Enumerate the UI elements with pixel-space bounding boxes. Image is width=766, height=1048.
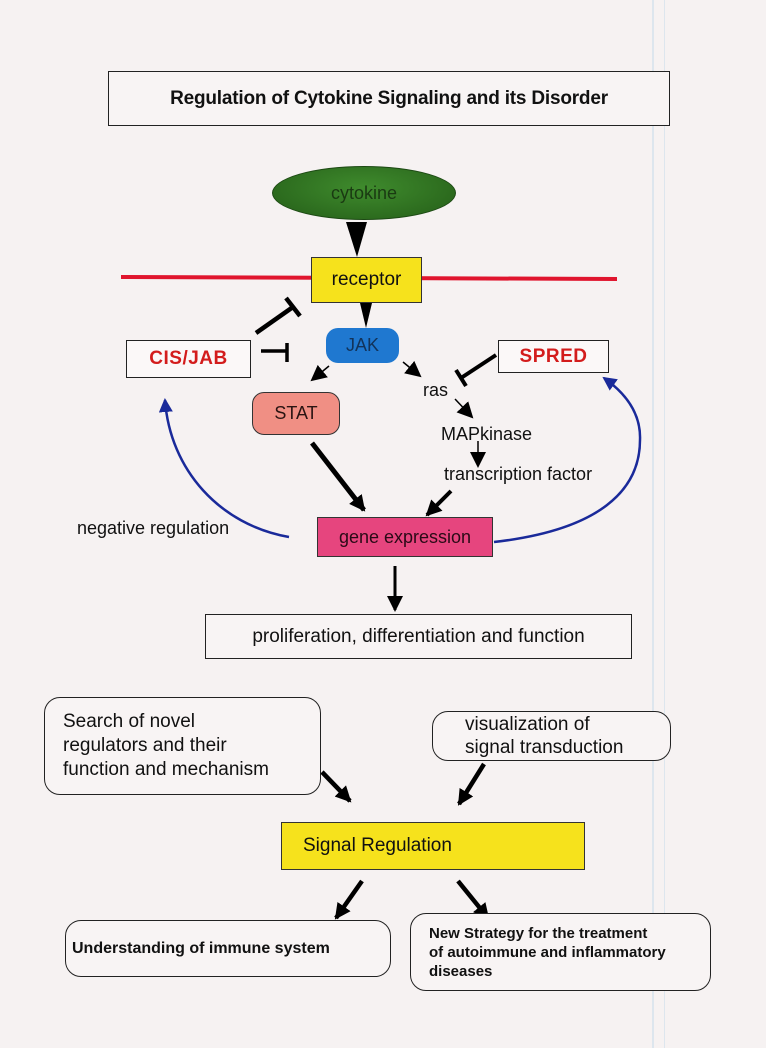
tf-to-gene-arrow (425, 489, 453, 517)
visual-to-sigreg-arrow (457, 762, 486, 806)
receptor-node: receptor (311, 257, 422, 303)
mapkinase-label: MAPkinase (441, 424, 533, 444)
ras-label: ras (423, 380, 449, 400)
spred-inhibits-ras (454, 353, 498, 388)
cytokine-to-receptor-arrow (346, 222, 367, 257)
jak-to-ras-arrow (402, 360, 422, 378)
receptor-to-jak-arrow (360, 303, 372, 328)
jak-node: JAK (326, 328, 399, 363)
cisjab-inhibits-jak (261, 343, 289, 362)
visualization-node: visualization of signal transduction (432, 711, 671, 761)
jak-to-stat-arrow (310, 364, 330, 382)
scan-artifact-line (664, 0, 665, 1048)
spred-node: SPRED (498, 340, 609, 373)
cisjab-inhibits-receptor (254, 296, 302, 335)
gene-expression-label: gene expression (338, 526, 472, 547)
negative-regulation-label: negative regulation (77, 518, 230, 538)
understanding-node: Understanding of immune system (65, 920, 391, 977)
jak-label: JAK (345, 335, 379, 355)
diagram-title-text: Regulation of Cytokine Signaling and its… (170, 87, 608, 109)
strategy-node: New Strategy for the treatment of autoim… (410, 913, 711, 991)
stat-to-gene-arrow (310, 441, 366, 512)
feedback-to-spred-arrow (493, 376, 642, 544)
cytokine-label: cytokine (330, 182, 398, 203)
ras-to-mapkinase-arrow (454, 398, 474, 419)
search-regulators-node: Search of novel regulators and their fun… (44, 697, 321, 795)
feedback-to-cisjab-arrow (158, 398, 290, 539)
stat-label: STAT (274, 403, 318, 423)
outcome-label: proliferation, differentiation and funct… (252, 625, 585, 647)
search-regulators-label: Search of novel regulators and their fun… (63, 711, 269, 780)
scan-artifact-line (652, 0, 654, 1048)
signal-regulation-node: Signal Regulation (281, 822, 585, 870)
diagram-title: Regulation of Cytokine Signaling and its… (108, 71, 670, 126)
spred-label: SPRED (519, 345, 588, 367)
gene-expression-node: gene expression (317, 517, 493, 557)
understanding-label: Understanding of immune system (72, 939, 330, 957)
cisjab-label: CIS/JAB (149, 348, 228, 369)
strategy-label: New Strategy for the treatment of autoim… (429, 924, 666, 980)
sigreg-to-strategy-arrow (456, 879, 490, 920)
stat-node: STAT (252, 392, 340, 435)
transcription-factor-label: transcription factor (444, 464, 593, 484)
outcome-node: proliferation, differentiation and funct… (205, 614, 632, 659)
cisjab-node: CIS/JAB (126, 340, 251, 378)
receptor-label: receptor (331, 269, 402, 290)
visualization-label: visualization of signal transduction (465, 714, 624, 758)
search-to-sigreg-arrow (320, 770, 352, 803)
sigreg-to-understanding-arrow (334, 879, 364, 920)
signal-regulation-label: Signal Regulation (303, 835, 452, 856)
cytokine-node: cytokine (272, 166, 456, 220)
